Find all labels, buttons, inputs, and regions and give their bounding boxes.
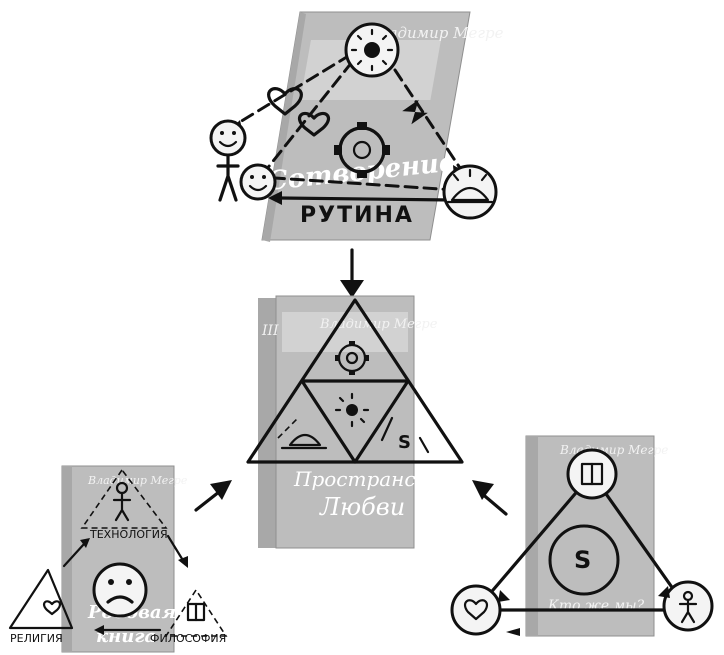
- sun-node: [344, 22, 400, 78]
- arrow-down-icon: [340, 248, 364, 298]
- s-letter-label: S: [398, 432, 411, 453]
- person-icon: [662, 580, 714, 632]
- gear-icon: [334, 122, 390, 178]
- smiley-face-icon: [209, 119, 247, 157]
- book-left-author: Владимир Мегре: [87, 474, 188, 487]
- heart-icon: [267, 87, 303, 116]
- left-diagram: ТЕХНОЛОГИЯ РЕЛИГИЯ ФИЛОСОФИЯ: [8, 468, 228, 645]
- smiley-face-icon: [239, 163, 277, 201]
- book-icon: [566, 448, 618, 500]
- right-diagram: S: [450, 448, 714, 636]
- person-icon: [112, 481, 132, 522]
- book-center-author: Владимир Мегре: [319, 317, 438, 332]
- technology-label: ТЕХНОЛОГИЯ: [89, 528, 168, 541]
- book-center-title-line1: Пространство: [293, 467, 458, 491]
- religion-label: РЕЛИГИЯ: [10, 632, 63, 645]
- book-left-title-line2: книга: [96, 626, 156, 647]
- heart-icon: [450, 584, 502, 636]
- book-center-prostranstvo: Владимир Мегре III Пространство Любви: [258, 295, 458, 549]
- routine-label: РУТИНА: [300, 203, 414, 228]
- sunrise-node: [442, 164, 498, 220]
- center-triangle-diagram: S: [246, 298, 464, 464]
- book-icon: [186, 602, 206, 622]
- book-center-volume: III: [261, 323, 279, 339]
- heart-icon: [298, 112, 330, 137]
- sad-face-icon: [92, 562, 148, 618]
- gear-icon: [335, 341, 369, 375]
- s-letter-label: S: [574, 546, 591, 574]
- routine-diagram: РУТИНА: [209, 22, 498, 228]
- heart-icon: [43, 600, 61, 616]
- book-center-title-line2: Любви: [319, 493, 405, 521]
- arrow-up-right-icon: [194, 480, 232, 512]
- philosophy-label: ФИЛОСОФИЯ: [150, 632, 226, 645]
- sun-icon: [334, 392, 370, 428]
- book-top-author: Владимир Мегре: [367, 24, 504, 42]
- arrow-up-left-icon: [472, 480, 508, 516]
- hourglass-icon: [402, 99, 428, 125]
- book-left-rodovaya: Владимир Мегре Родовая книга: [61, 465, 188, 653]
